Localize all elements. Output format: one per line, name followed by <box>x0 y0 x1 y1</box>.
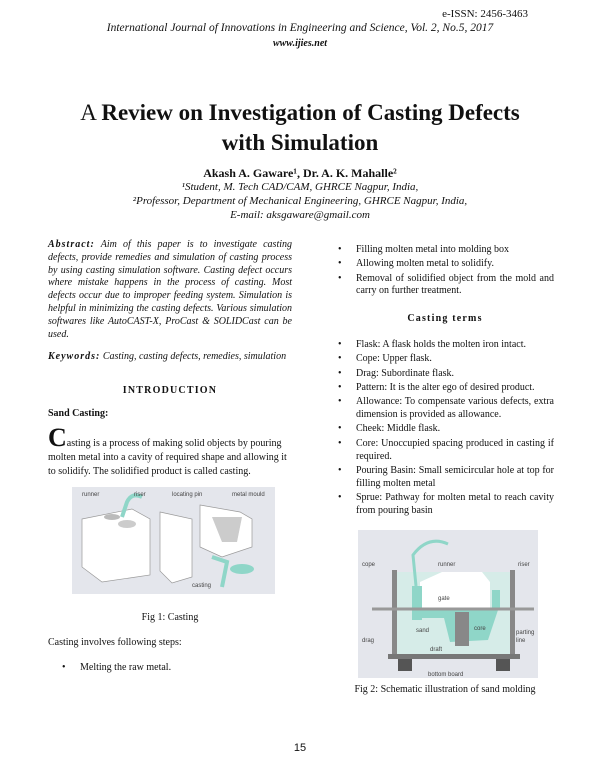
authors-block: Akash A. Gaware¹, Dr. A. K. Mahalle² ¹St… <box>0 166 600 222</box>
page-number: 15 <box>293 742 307 754</box>
paper-title: A Review on Investigation of Casting Def… <box>80 100 520 155</box>
fig2-label-draft: draft <box>430 647 442 653</box>
list-item: Cheek: Middle flask. <box>336 423 554 436</box>
casting-terms-list: Flask: A flask holds the molten iron int… <box>336 339 554 517</box>
list-item: Removal of solidified object from the mo… <box>336 273 554 299</box>
introduction-heading: INTRODUCTION <box>122 385 218 397</box>
figure-1-casting: runner riser locating pin metal mould ca… <box>72 486 275 594</box>
list-item: Drag: Subordinate flask. <box>336 368 554 381</box>
list-item: Sprue: Pathway for molten metal to reach… <box>336 492 554 518</box>
steps-intro: Casting involves following steps: <box>48 636 182 648</box>
steps-list-left: Melting the raw metal. <box>60 662 292 675</box>
website: www.ijies.net <box>272 38 328 49</box>
figure-1-caption: Fig 1: Casting <box>141 611 199 623</box>
affiliation-2: ²Professor, Department of Mechanical Eng… <box>132 195 468 207</box>
list-item: Cope: Upper flask. <box>336 353 554 366</box>
right-column: Filling molten metal into molding box Al… <box>336 244 554 696</box>
list-item: Melting the raw metal. <box>60 662 292 675</box>
fig2-label-riser: riser <box>518 562 530 568</box>
list-item: Pouring Basin: Small semicircular hole a… <box>336 465 554 491</box>
intro-paragraph: Casting is a process of making solid obj… <box>48 422 287 477</box>
casting-terms-heading: Casting terms <box>407 313 483 325</box>
list-item: Allowing molten metal to solidify. <box>336 258 554 271</box>
fig2-label-gate: gate <box>438 596 450 602</box>
fig2-label-cope: cope <box>362 562 376 568</box>
fig1-label-casting: casting <box>192 583 211 589</box>
fig1-label-locating-pin: locating pin <box>172 492 202 498</box>
list-item: Core: Unoccupied spacing produced in cas… <box>336 438 554 464</box>
left-column: Abstract: Aim of this paper is to invest… <box>48 239 292 676</box>
fig2-label-sand: sand <box>416 628 429 634</box>
issn: e-ISSN: 2456-3463 <box>442 8 528 20</box>
list-item: Pattern: It is the alter ego of desired … <box>336 382 554 395</box>
abstract: Abstract: Aim of this paper is to invest… <box>48 239 292 340</box>
journal-name: International Journal of Innovations in … <box>106 22 494 34</box>
authors: Akash A. Gaware¹, Dr. A. K. Mahalle² <box>203 166 397 180</box>
fig1-label-runner: runner <box>82 492 99 498</box>
fig1-label-metal-mould: metal mould <box>232 492 265 498</box>
fig2-label-drag: drag <box>362 638 374 644</box>
fig1-label-riser: riser <box>134 492 146 498</box>
list-item: Allowance: To compensate various defects… <box>336 396 554 422</box>
fig2-label-core: core <box>474 626 486 632</box>
fig2-label-line: line <box>516 638 526 644</box>
sand-casting-heading: Sand Casting: <box>48 408 109 420</box>
list-item: Filling molten metal into molding box <box>336 244 554 257</box>
list-item: Flask: A flask holds the molten iron int… <box>336 339 554 352</box>
affiliation-1: ¹Student, M. Tech CAD/CAM, GHRCE Nagpur,… <box>181 181 419 193</box>
email: E-mail: aksgaware@gmail.com <box>230 209 370 221</box>
fig2-label-parting: parting <box>516 630 534 636</box>
keywords: Keywords: Casting, casting defects, reme… <box>48 351 287 363</box>
figure-2-sand-molding: cope runner riser gate sand core drag dr… <box>358 529 538 678</box>
figure-2-caption: Fig 2: Schematic illustration of sand mo… <box>354 683 536 695</box>
fig2-label-bottom-board: bottom board <box>428 672 463 678</box>
steps-list-right: Filling molten metal into molding box Al… <box>336 244 554 298</box>
fig2-label-runner: runner <box>438 562 455 568</box>
